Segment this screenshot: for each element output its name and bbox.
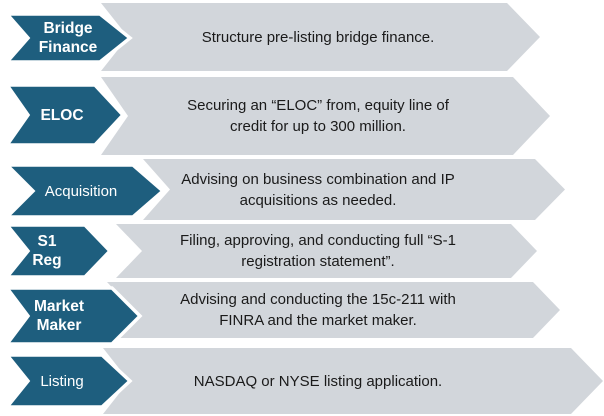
step-description: NASDAQ or NYSE listing application. xyxy=(133,348,503,414)
step-description: Structure pre-listing bridge finance. xyxy=(133,3,503,71)
step-description-line: Advising on business combination and IP xyxy=(181,170,455,188)
step-label-market-maker: Market Maker xyxy=(7,288,111,344)
step-description-line: Structure pre-listing bridge finance. xyxy=(201,28,435,46)
step-label-line: Reg xyxy=(32,252,62,269)
step-description: Securing an “ELOC” from, equity line of … xyxy=(133,77,503,155)
step-arrow-shape-6 xyxy=(3,353,133,409)
step-label-bridge-finance: Bridge Finance xyxy=(10,14,126,62)
step-band-shape-4 xyxy=(116,224,537,278)
step-label-line: Finance xyxy=(38,39,98,56)
step-description: Advising and conducting the 15c-211 with… xyxy=(133,282,503,338)
step-label-eloc: ELOC xyxy=(7,85,117,145)
step-label-listing: Listing xyxy=(7,355,117,407)
step-band-shape-3 xyxy=(143,159,565,220)
step-description-line: NASDAQ or NYSE listing application. xyxy=(193,372,443,390)
step-band-shape-6 xyxy=(103,348,603,414)
step-label-line: S1 xyxy=(37,233,57,250)
step-label-s1-reg: S1 Reg xyxy=(7,225,87,277)
step-description-line: Securing an “ELOC” from, equity line of xyxy=(187,97,449,114)
step-band-shape-5 xyxy=(107,282,560,338)
step-label-acquisition: Acquisition xyxy=(7,165,155,217)
step-description-line: Advising and conducting the 15c-211 with xyxy=(180,291,456,308)
step-description-line: registration statement”. xyxy=(241,253,395,270)
step-description: Filing, approving, and conducting full “… xyxy=(133,224,503,278)
step-label-line: ELOC xyxy=(40,106,84,124)
step-label-line: Market xyxy=(34,298,84,315)
step-description-line: credit for up to 300 million. xyxy=(230,118,406,135)
step-description-line: FINRA and the market maker. xyxy=(219,312,417,329)
step-description: Advising on business combination and IP … xyxy=(133,159,503,220)
step-label-line: Maker xyxy=(36,317,82,334)
step-arrow-shape-5 xyxy=(3,286,143,346)
step-label-line: Listing xyxy=(40,372,84,390)
step-description-line: Filing, approving, and conducting full “… xyxy=(180,232,456,249)
step-description-line: acquisitions as needed. xyxy=(239,191,397,209)
step-band-shape-1 xyxy=(101,3,540,71)
step-arrow-shape-4 xyxy=(3,223,113,279)
step-label-line: Bridge xyxy=(43,20,93,37)
step-arrow-shape-2 xyxy=(3,83,126,147)
step-arrow-shape-1 xyxy=(3,12,133,64)
step-band-shape-2 xyxy=(101,77,550,155)
step-arrow-shape-3 xyxy=(2,163,166,219)
step-label-line: Acquisition xyxy=(44,182,118,200)
